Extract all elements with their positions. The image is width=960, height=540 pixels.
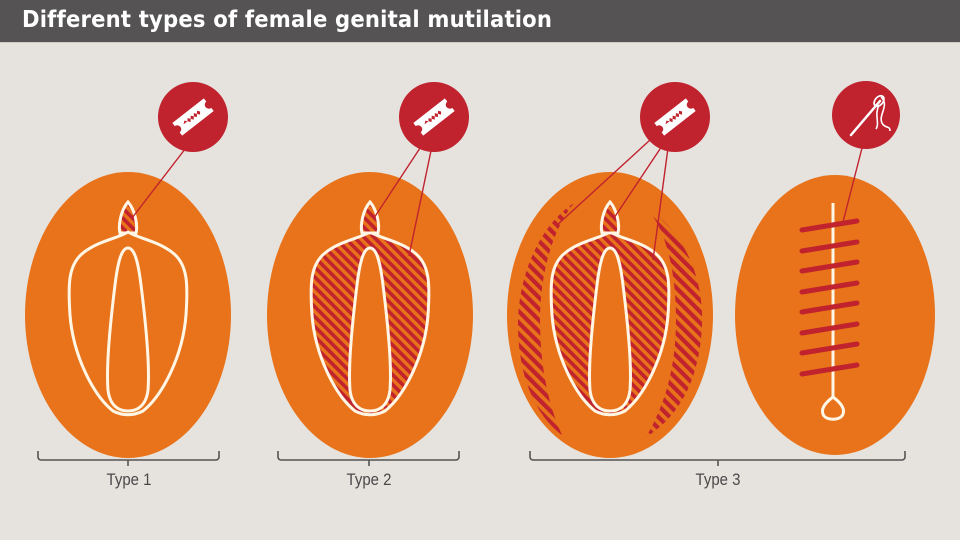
panel-type-3-cut	[507, 172, 713, 458]
stitches	[799, 218, 860, 377]
header-bar: Different types of female genital mutila…	[0, 0, 960, 43]
pointer-line	[842, 147, 863, 223]
page-title: Different types of female genital mutila…	[22, 7, 553, 33]
panel-type-3-stitched	[735, 175, 935, 455]
needle-thread-icon	[832, 81, 900, 149]
razor-blade-icon	[640, 82, 710, 152]
bracket-type-2	[277, 451, 460, 466]
razor-blade-icon	[158, 82, 228, 152]
pointer-line	[652, 147, 669, 261]
labia-majora-left	[518, 203, 574, 435]
razor-blade-icon	[399, 82, 469, 152]
pointer-line	[613, 145, 663, 219]
pointer-line	[555, 139, 651, 227]
labia-majora-right	[646, 209, 703, 437]
label-type-2: Type 2	[346, 470, 392, 489]
vulva-oval	[735, 175, 935, 455]
pointer-line	[131, 139, 193, 219]
panel-type-2	[267, 172, 473, 458]
pointer-line	[408, 145, 433, 257]
bracket-type-1	[37, 451, 220, 466]
label-type-3: Type 3	[695, 470, 741, 489]
pointer-line	[373, 141, 425, 219]
bracket-type-3	[529, 451, 906, 466]
label-type-1: Type 1	[106, 470, 152, 489]
suture-loop	[821, 395, 845, 421]
panel-type-1	[25, 172, 231, 458]
